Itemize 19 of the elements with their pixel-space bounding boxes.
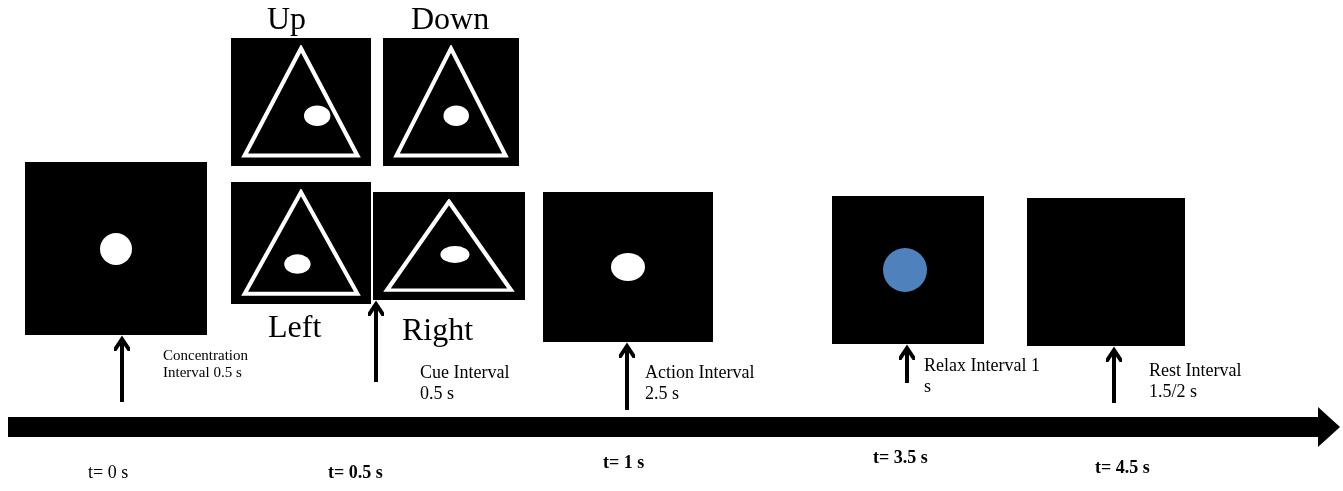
time-label: t= 4.5 s (1095, 457, 1150, 478)
time-label: t= 3.5 s (873, 447, 928, 468)
interval-label: Cue Interval 0.5 s (420, 362, 511, 404)
direction-label: Down (411, 0, 490, 37)
direction-label: Up (267, 0, 307, 37)
arrow (366, 302, 386, 382)
interval-label: Action Interval 2.5 s (645, 362, 756, 404)
time-label: t= 1 s (603, 452, 645, 473)
arrow (112, 337, 132, 402)
interval-label: Concentration Interval 0.5 s (163, 347, 249, 382)
time-label: t= 0.5 s (328, 462, 383, 483)
time-label: t= 0 s (88, 462, 129, 483)
arrow (1104, 348, 1124, 403)
interval-label: Relax Interval 1 s (924, 355, 1041, 397)
arrow (897, 346, 917, 383)
direction-label: Left (268, 308, 322, 345)
arrow (617, 344, 637, 410)
interval-label: Rest Interval 1.5/2 s (1149, 360, 1243, 402)
direction-label: Right (402, 311, 474, 348)
